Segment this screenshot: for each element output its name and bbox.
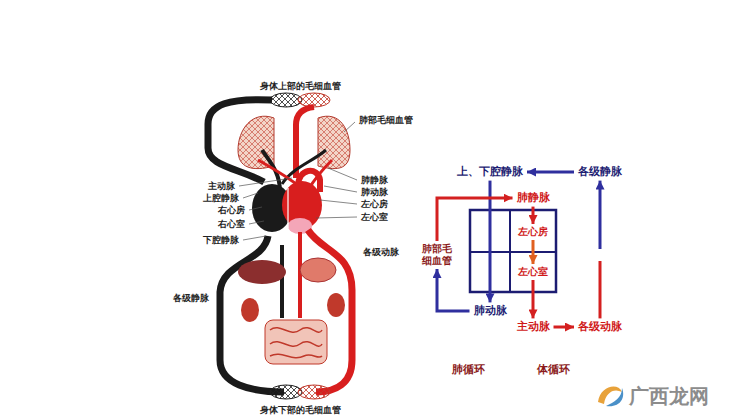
leader-line xyxy=(249,221,264,224)
artery-vessel xyxy=(308,230,352,392)
node-text: 主动脉 xyxy=(517,320,550,333)
part-label: 肺循环 xyxy=(451,364,486,377)
flow-term: 各级动脉 xyxy=(575,319,625,334)
node-text: 肺静脉 xyxy=(517,191,550,204)
part-label: 左心室 xyxy=(360,212,389,222)
node-text: 上、下腔静脉 xyxy=(457,165,523,178)
leader-line xyxy=(249,207,262,210)
leader-line xyxy=(316,217,357,218)
node-text: 肺部毛细血管 xyxy=(422,243,452,267)
flow-arrow xyxy=(554,326,575,329)
leader-line xyxy=(239,178,292,186)
flow-arrow xyxy=(527,171,574,174)
grid-divider xyxy=(470,251,556,253)
part-label: 身体下部的毛细血管 xyxy=(259,405,342,415)
node-text: 左心室 xyxy=(518,266,548,278)
node-text: 各级静脉 xyxy=(578,165,622,178)
leader-line xyxy=(324,186,357,192)
part-label: 身体上部的毛细血管 xyxy=(259,81,342,91)
leader-line xyxy=(243,236,266,240)
kidney xyxy=(327,293,345,317)
heart-septum xyxy=(287,188,288,228)
leader-line xyxy=(344,122,355,132)
part-label: 主动脉 xyxy=(207,181,236,191)
flow-term: 上、下腔静脉 xyxy=(454,164,526,179)
part-label: 下腔静脉 xyxy=(202,235,240,245)
flow-term: 主动脉 xyxy=(514,319,553,334)
node-text: 各级动脉 xyxy=(578,320,622,333)
flow-term: 肺静脉 xyxy=(514,190,553,205)
part-label: 各级静脉 xyxy=(172,293,210,303)
part-label: 右心室 xyxy=(217,219,246,229)
stomach xyxy=(300,258,336,282)
part-label: 各级动脉 xyxy=(362,247,400,257)
part-label: 左心房 xyxy=(360,199,389,209)
liver xyxy=(238,260,286,284)
flow-arrow xyxy=(532,207,535,224)
flow-term: 肺部毛细血管 xyxy=(419,242,455,268)
part-label: 体循环 xyxy=(536,364,571,377)
watermark: 广西龙网 xyxy=(628,385,710,408)
flow-arrow xyxy=(599,181,602,319)
heart-grid xyxy=(470,210,556,292)
aortic-arch xyxy=(298,171,320,192)
flow-term: 肺动脉 xyxy=(471,303,510,318)
flow-term: 左心室 xyxy=(515,265,551,279)
capillary-bed xyxy=(270,93,302,107)
flow-arrow xyxy=(437,269,470,311)
leader-line xyxy=(328,168,357,180)
leader-line xyxy=(243,193,258,198)
flow-arrow xyxy=(532,280,535,318)
part-label: 上腔静脉 xyxy=(202,193,240,203)
flow-term: 左心房 xyxy=(515,225,551,239)
part-label: 肺部毛细血管 xyxy=(358,115,414,125)
flow-arrow xyxy=(532,240,535,264)
kidney xyxy=(241,298,259,322)
capillary-bed xyxy=(270,385,302,399)
watermark-logo xyxy=(606,388,623,406)
intestine xyxy=(265,320,327,364)
part-label: 肺动脉 xyxy=(360,187,389,197)
node-text: 左心房 xyxy=(518,226,548,238)
part-label: 右心房 xyxy=(217,205,246,215)
flow-arrow xyxy=(437,198,513,241)
capillary-bed xyxy=(298,93,330,107)
lung-capillaries xyxy=(318,116,350,168)
intestine-coils xyxy=(270,328,322,358)
leader-lines xyxy=(239,122,357,240)
leader-line xyxy=(320,200,357,204)
node-text: 肺动脉 xyxy=(474,304,507,317)
vein-vessel xyxy=(220,236,284,392)
vena-cava xyxy=(280,245,284,318)
lung xyxy=(318,116,350,168)
capillary-bed xyxy=(298,385,330,399)
part-label: 肺静脉 xyxy=(360,175,389,185)
flow-term: 各级静脉 xyxy=(575,164,625,179)
